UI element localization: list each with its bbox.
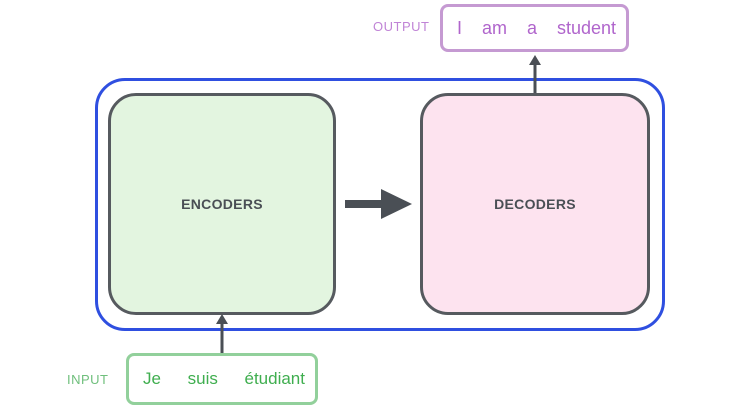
input-token: étudiant bbox=[244, 369, 305, 388]
output-sequence-box: I am a student bbox=[440, 4, 629, 52]
input-sequence-box: Je suis étudiant bbox=[126, 353, 318, 405]
input-token: suis bbox=[187, 369, 218, 388]
transformer-container bbox=[95, 78, 665, 331]
output-token: student bbox=[556, 17, 616, 38]
output-token: am bbox=[481, 17, 507, 38]
output-token: a bbox=[526, 17, 537, 38]
input-label: INPUT bbox=[67, 372, 109, 387]
input-token: Je bbox=[143, 369, 161, 388]
encoders-label: ENCODERS bbox=[181, 196, 263, 212]
output-token: I bbox=[457, 17, 463, 38]
encoders-block: ENCODERS bbox=[108, 93, 336, 315]
decoders-label: DECODERS bbox=[494, 196, 576, 212]
output-label: OUTPUT bbox=[373, 19, 430, 34]
decoders-block: DECODERS bbox=[420, 93, 650, 315]
